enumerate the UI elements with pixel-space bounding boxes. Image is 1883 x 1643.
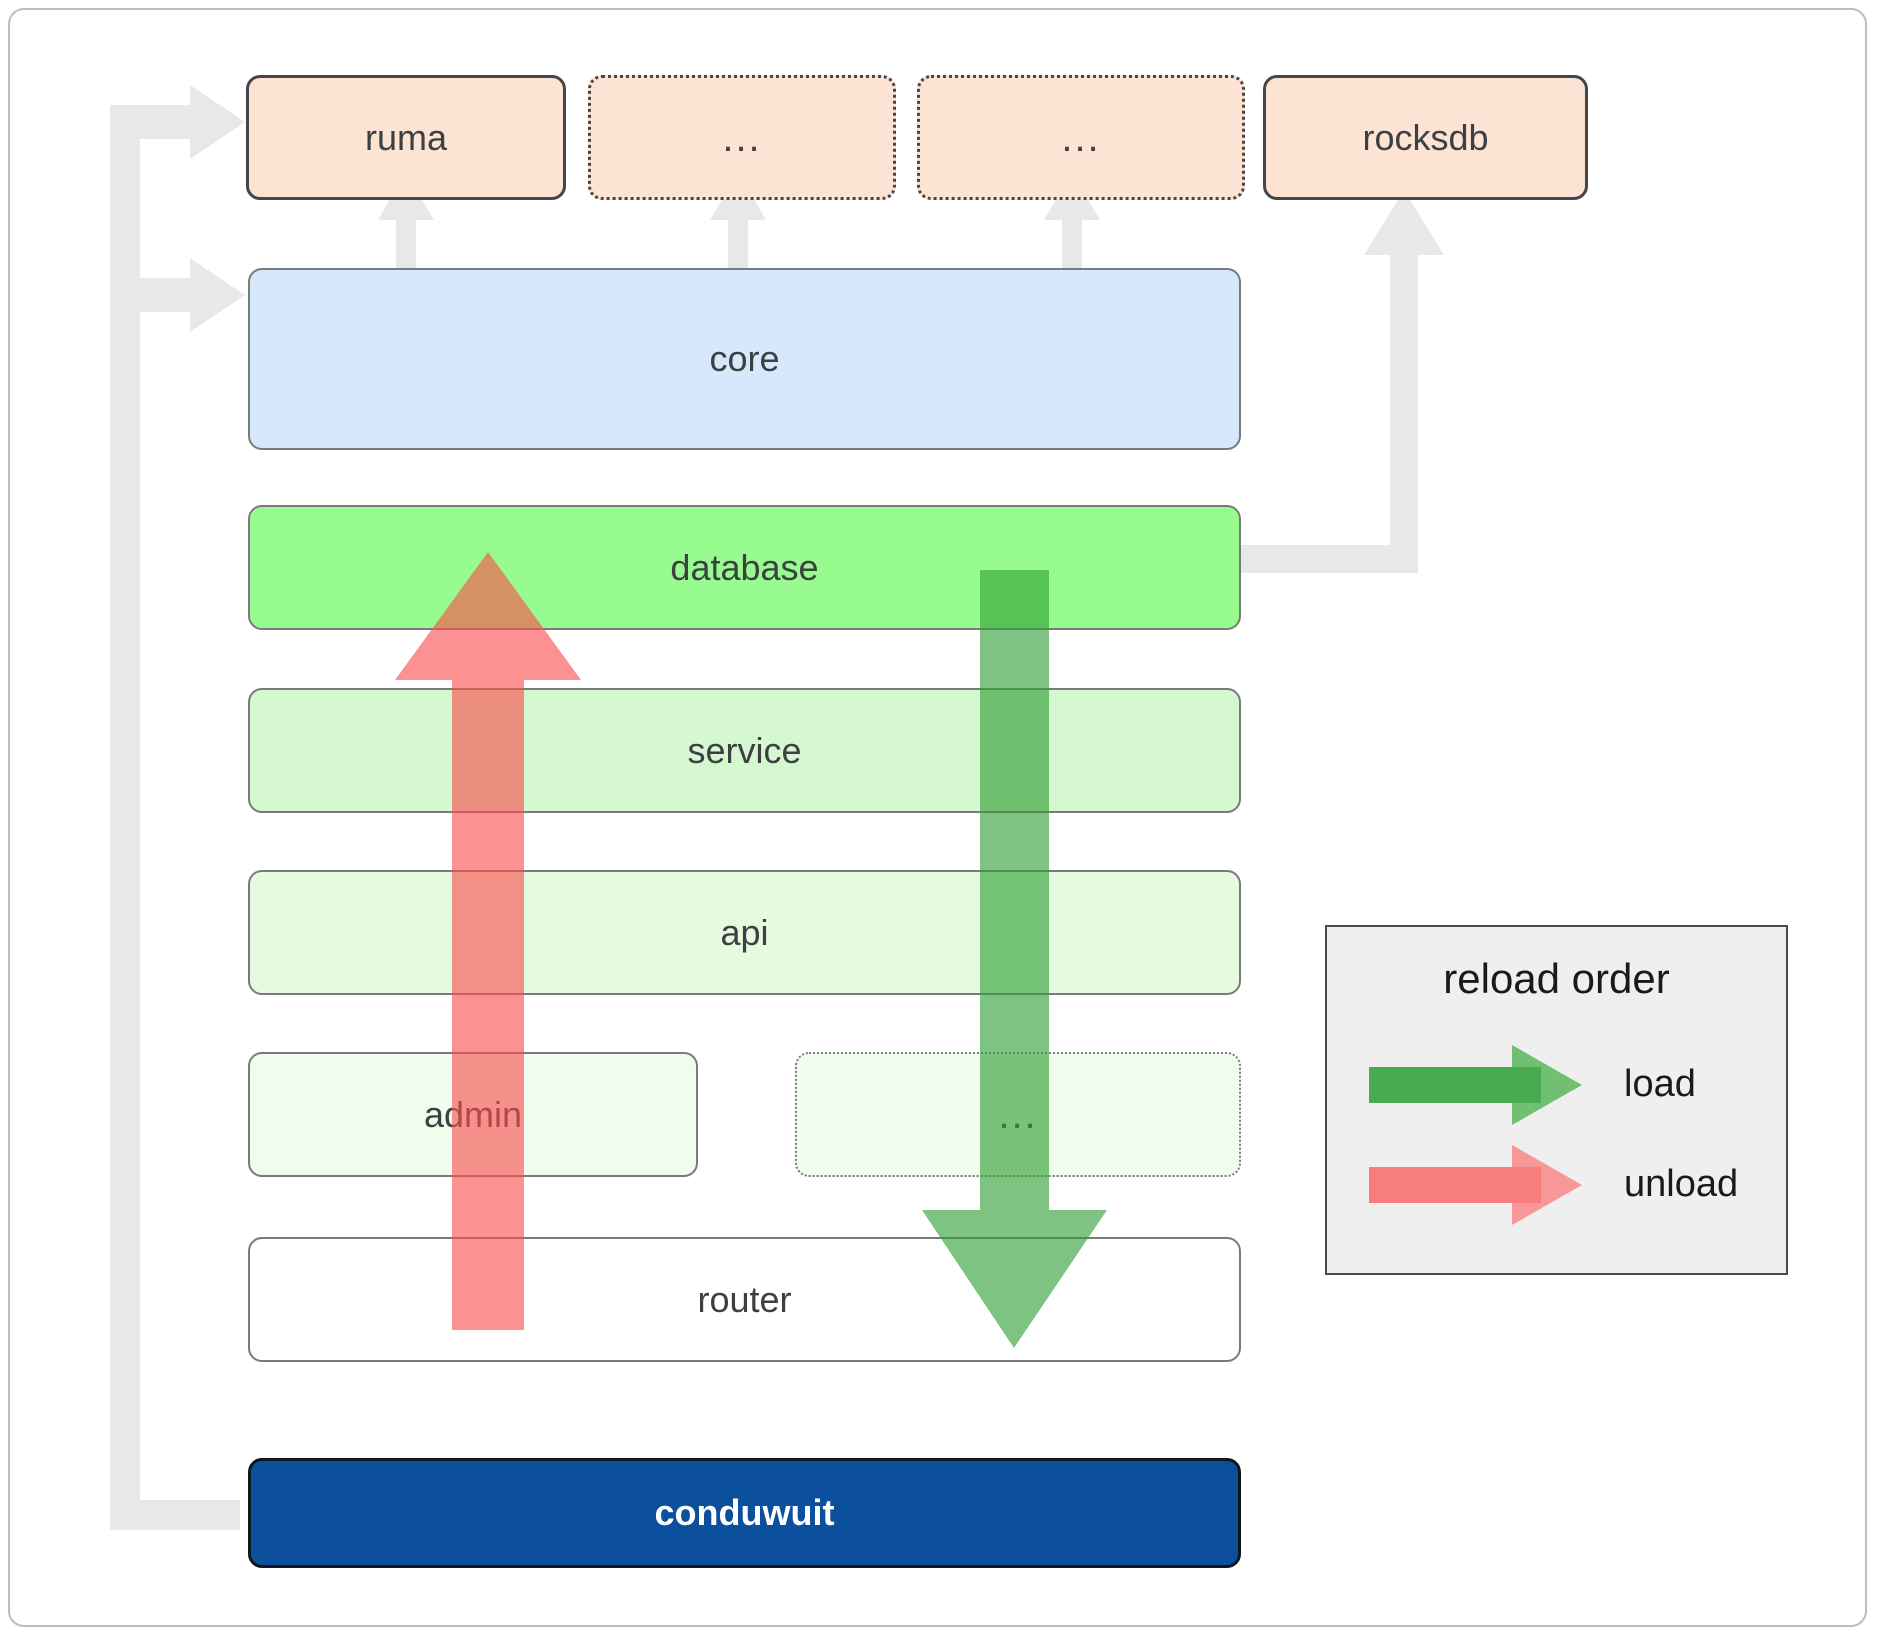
legend-load-label: load (1624, 1063, 1696, 1105)
node-ruma-label: ruma (364, 116, 448, 158)
node-rocksdb[interactable]: rocksdb (1263, 75, 1588, 200)
node-service[interactable]: service (248, 688, 1241, 813)
unload-arrow (395, 552, 581, 1330)
legend-swatches (1369, 1045, 1582, 1225)
node-conduwuit-label: conduwuit (654, 1492, 835, 1533)
node-ruma[interactable]: ruma (246, 75, 566, 200)
node-rocksdb-label: rocksdb (1362, 116, 1489, 158)
node-core[interactable]: core (248, 268, 1241, 450)
dep-trunk-left (110, 130, 240, 1530)
node-database-label: database (670, 546, 819, 588)
dep-arrow-to-ruma (110, 85, 245, 159)
legend-load-swatch (1369, 1045, 1582, 1125)
dep-arrow-database-to-rocksdb (1230, 190, 1444, 573)
node-service-label: service (687, 729, 802, 771)
node-ext-dots-1[interactable]: ... (588, 75, 896, 200)
node-router[interactable]: router (248, 1237, 1241, 1362)
load-arrow (922, 570, 1107, 1348)
node-conduwuit[interactable]: conduwuit (248, 1458, 1241, 1568)
node-api-label: api (720, 911, 769, 953)
legend-unload-swatch (1369, 1145, 1582, 1225)
legend-panel: reload order load unload (1325, 925, 1788, 1275)
legend-title: reload order (1443, 955, 1670, 1002)
node-ext-dots-2[interactable]: ... (917, 75, 1245, 200)
node-core-label: core (709, 338, 780, 379)
node-router-label: router (697, 1278, 792, 1320)
node-api[interactable]: api (248, 870, 1241, 995)
node-database[interactable]: database (248, 505, 1241, 630)
legend-unload-label: unload (1624, 1163, 1739, 1205)
dep-arrow-to-core (110, 258, 245, 332)
